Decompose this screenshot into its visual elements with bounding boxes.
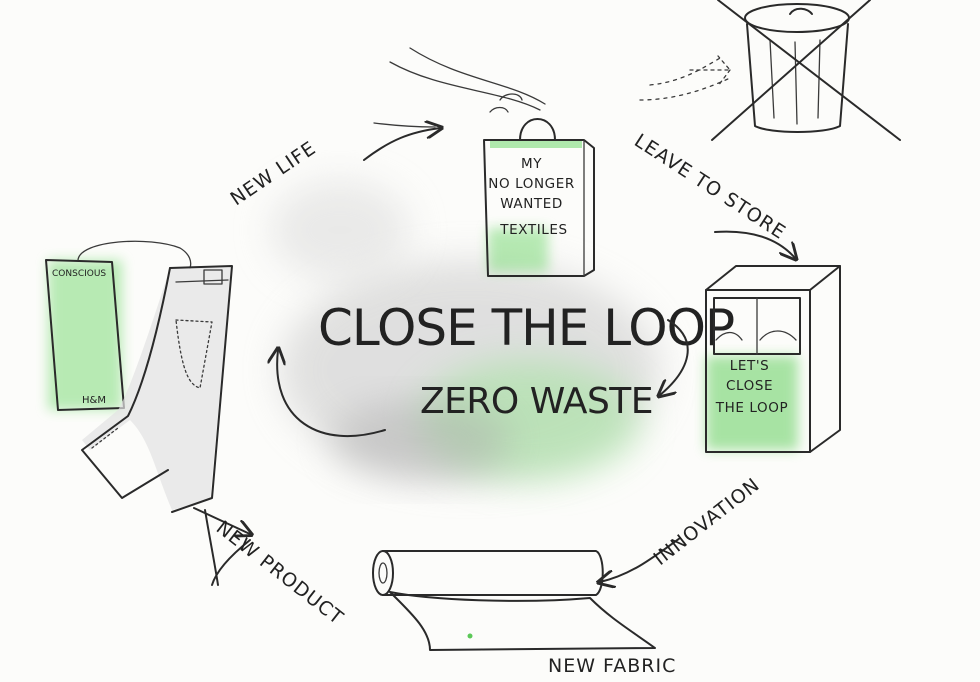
to-bin-arrow: [714, 230, 795, 258]
tag-logo: H&M: [82, 395, 106, 406]
diagram-title: CLOSE THE LOOP: [318, 299, 734, 357]
step-leave-to-store: LEAVE TO STORE: [630, 130, 789, 244]
textile-bag-icon: MY NO LONGER WANTED TEXTILES: [389, 47, 595, 277]
center-to-jeans-arrow: [277, 350, 386, 438]
to-bag-arrow: [363, 128, 440, 161]
watercolor-wash: [270, 180, 660, 480]
new-product-arrow: [193, 507, 250, 534]
fabric-roll-icon: [372, 550, 656, 651]
bag-label: MY NO LONGER WANTED TEXTILES: [488, 156, 579, 238]
to-fabric-arrow: [600, 537, 681, 582]
bin-label: LET'S CLOSE THE LOOP: [715, 358, 788, 416]
step-new-fabric: NEW FABRIC: [548, 655, 676, 677]
collection-bin-icon: LET'S CLOSE THE LOOP: [705, 265, 841, 453]
diagram-subtitle: ZERO WASTE: [420, 381, 653, 422]
title-to-bin-arrow: [660, 319, 689, 395]
trash-bin-icon: [639, 0, 901, 141]
step-innovation: INNOVATION: [650, 474, 765, 570]
tag-brand: CONSCIOUS: [52, 269, 106, 279]
step-new-product: NEW PRODUCT: [212, 517, 348, 630]
jeans-icon: CONSCIOUS H&M: [45, 240, 233, 513]
to-jeans-arrow: [204, 509, 251, 586]
